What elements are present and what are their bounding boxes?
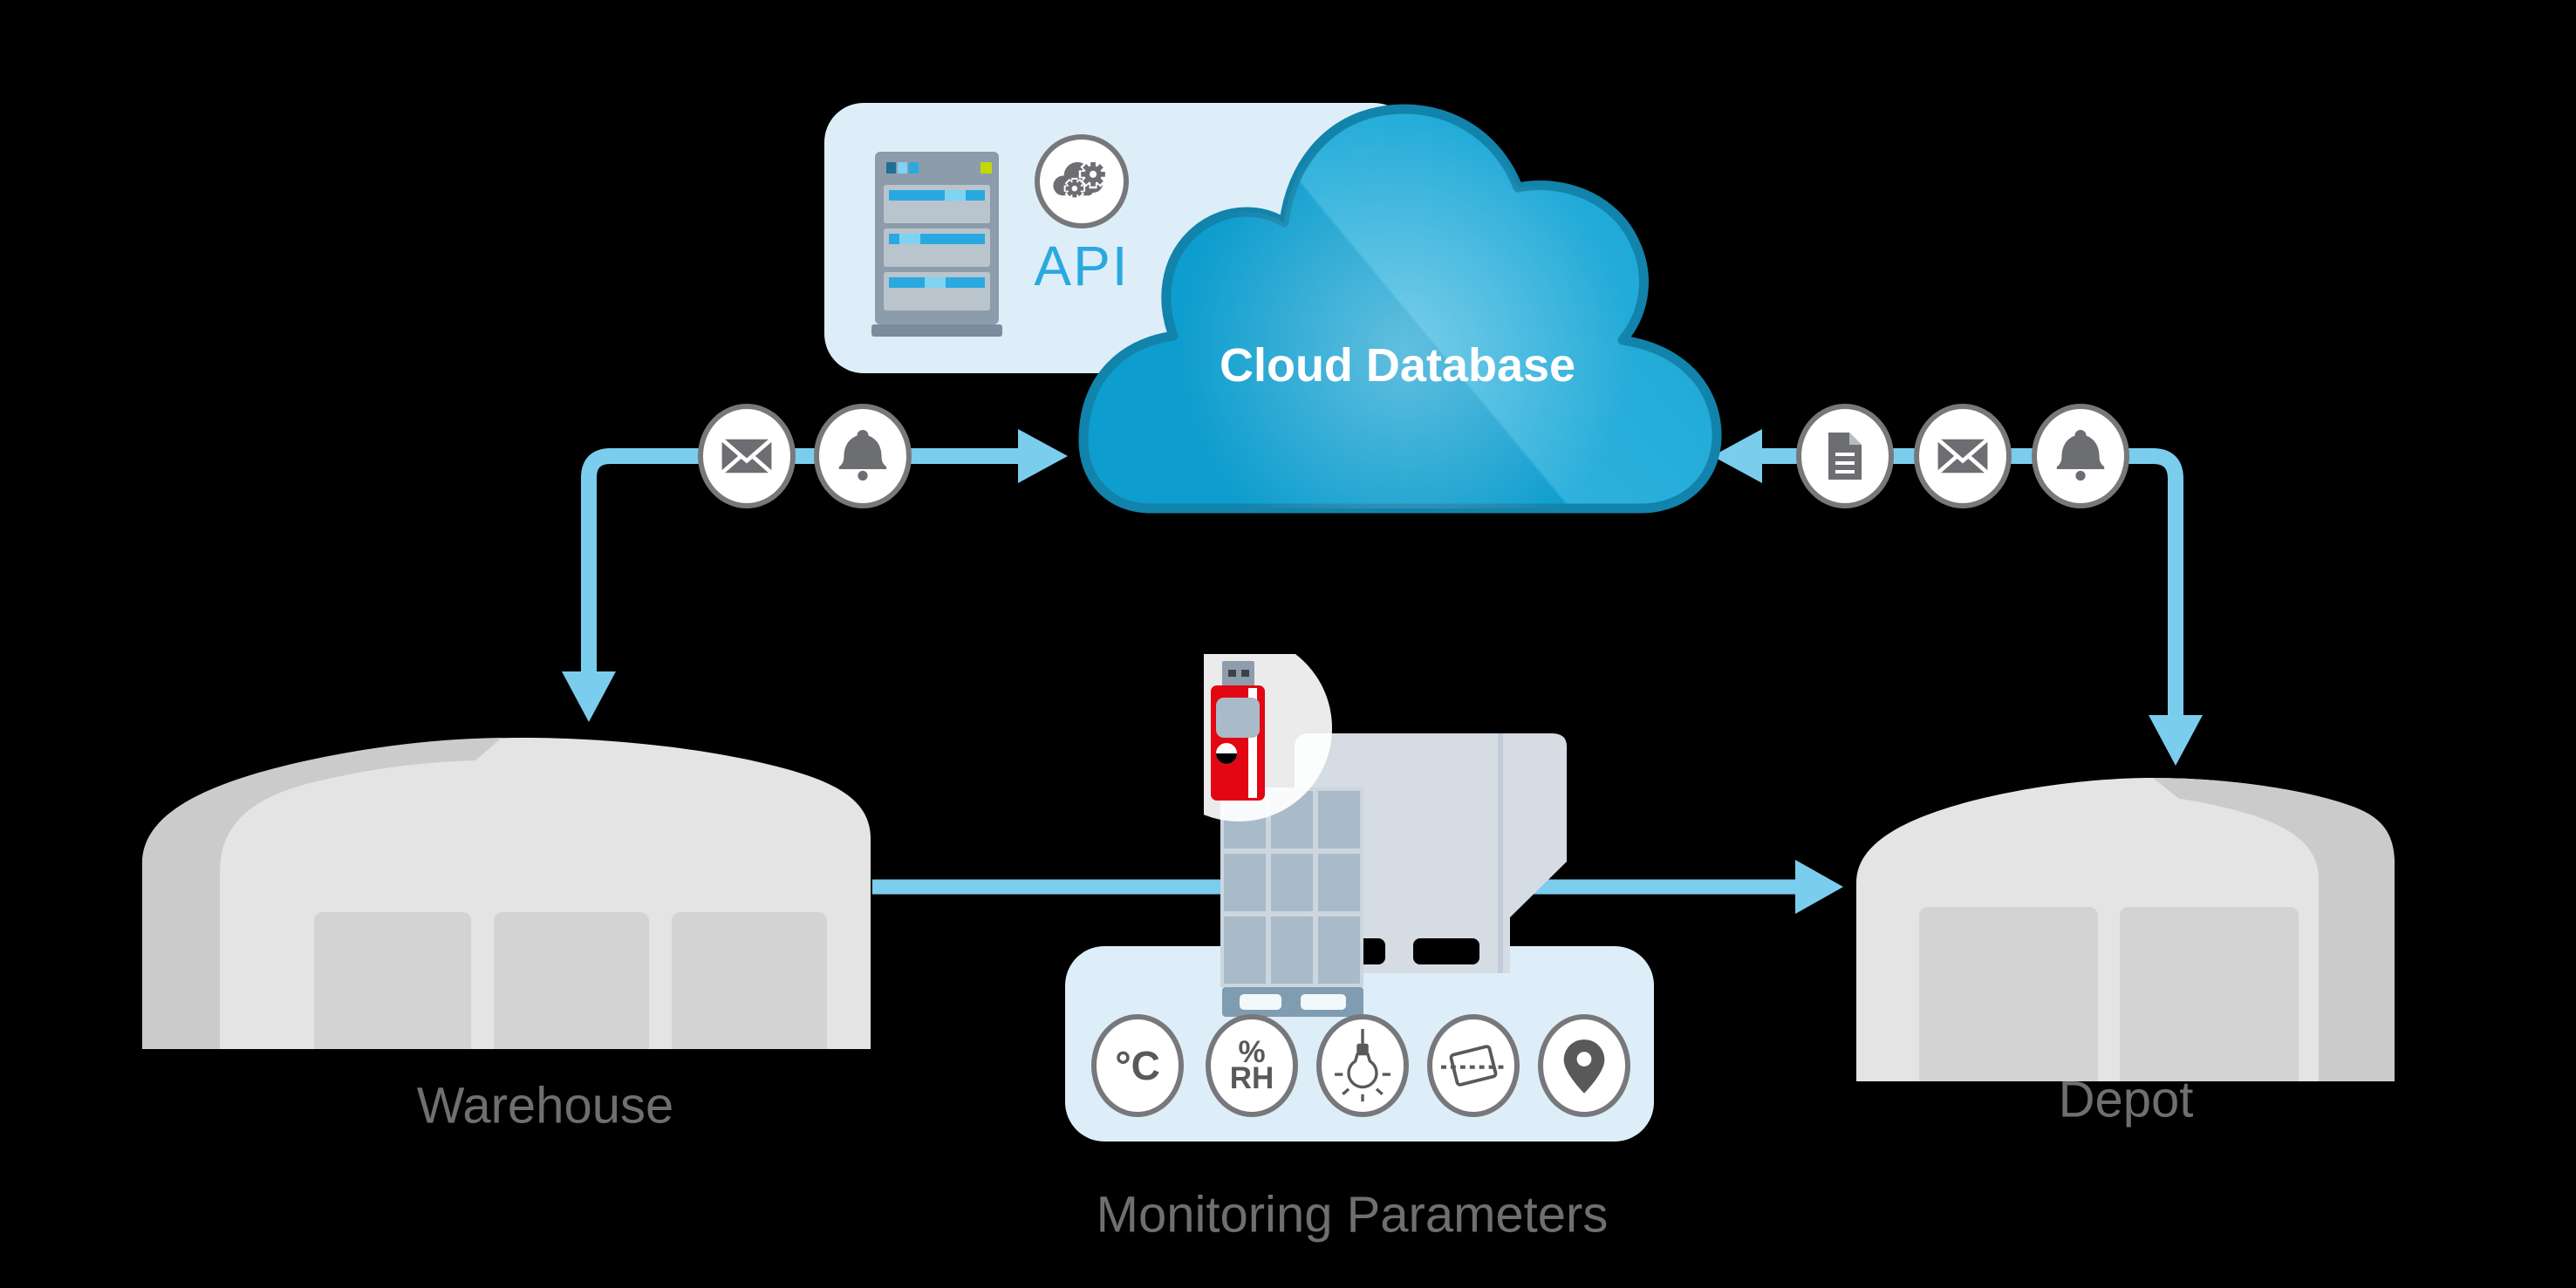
arrowhead-down-icon <box>562 671 616 722</box>
cloud-database-label: Cloud Database <box>1219 339 1576 392</box>
cloud-database <box>1078 104 1722 514</box>
gear-large <box>1078 160 1108 189</box>
monitoring-parameters-label: Monitoring Parameters <box>1096 1186 1609 1244</box>
warehouse-label: Warehouse <box>416 1077 674 1135</box>
depot-label: Depot <box>2058 1071 2194 1128</box>
arrowhead-right-icon <box>1795 860 1843 914</box>
warehouse-doors <box>314 912 827 1049</box>
pallet-boxes <box>1220 787 1363 1017</box>
usb-data-logger-icon <box>1211 661 1265 801</box>
gear-small <box>1063 177 1086 200</box>
server-led-row <box>886 162 992 174</box>
depot-shadow <box>2153 778 2395 1081</box>
server-icon <box>871 152 1002 337</box>
humidity-icon: % RH <box>1206 1014 1298 1117</box>
temperature-icon: °C <box>1091 1014 1184 1117</box>
arrowhead-left-icon <box>1712 429 1762 483</box>
arrowhead-down-icon <box>2149 715 2203 766</box>
van-seam <box>1498 733 1503 973</box>
envelope-icon <box>1914 404 2012 508</box>
depot-building <box>1856 778 2395 1081</box>
logger-screen <box>1216 698 1260 738</box>
humidity-percent: % <box>1238 1035 1266 1070</box>
temperature-label: °C <box>1115 1043 1160 1088</box>
api-label: API <box>1034 235 1130 297</box>
server-base <box>871 324 1002 337</box>
depot-doors <box>1919 907 2299 1081</box>
location-pin-icon <box>1538 1014 1630 1117</box>
server-drawers <box>884 185 990 310</box>
humidity-rh: RH <box>1229 1061 1274 1095</box>
document-icon <box>1796 404 1894 508</box>
tilt-icon <box>1427 1014 1520 1117</box>
warehouse-cloud-arrow <box>562 429 1068 722</box>
envelope-icon <box>698 404 796 508</box>
cloud-gears-icon <box>1035 134 1129 228</box>
bell-icon <box>2032 404 2129 508</box>
cargo-group <box>1204 654 1567 1017</box>
depot-cloud-arrow <box>1712 429 2203 766</box>
warehouse-shadow <box>142 738 502 1049</box>
bell-icon <box>814 404 912 508</box>
light-icon <box>1316 1014 1409 1117</box>
arrowhead-right-icon <box>1018 429 1068 483</box>
warehouse-building <box>142 738 871 1049</box>
usb-connector <box>1222 661 1254 689</box>
